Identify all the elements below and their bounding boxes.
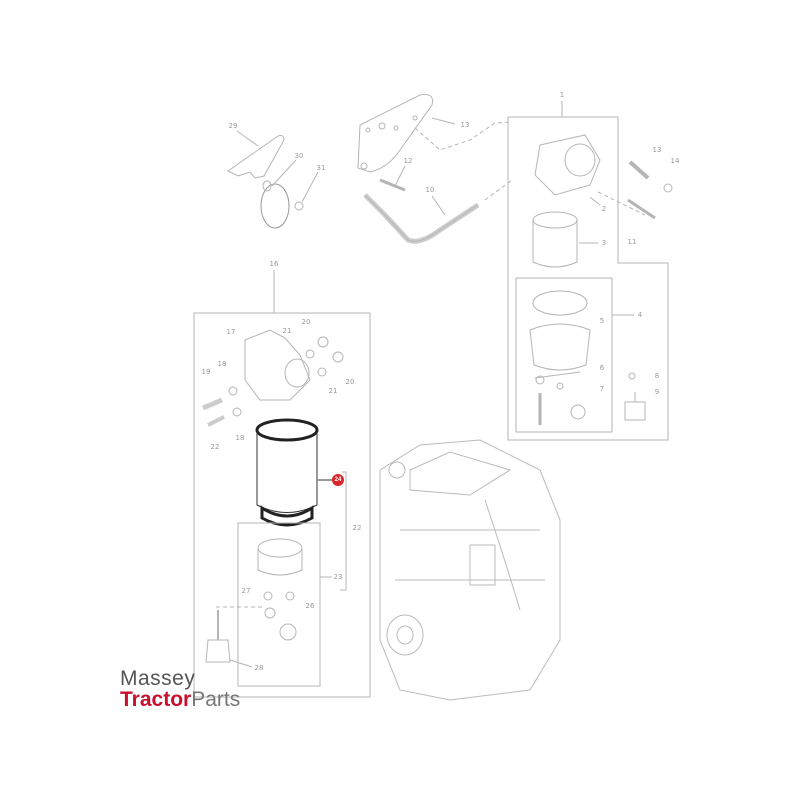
engine-illustration [379,439,561,701]
callout-27: 27 [241,587,251,595]
callout-16: 16 [269,260,279,268]
callout-21: 21 [282,327,292,335]
callout-31: 31 [316,164,326,172]
logo-tractor: Tractor [120,688,192,711]
callout-20: 20 [345,378,355,386]
callout-13: 13 [652,146,662,154]
logo-line-tractorparts: TractorParts [120,689,240,710]
callout-2: 2 [601,205,607,213]
highlighted-part-callout[interactable]: 24 [332,474,344,486]
callout-26: 26 [305,602,315,610]
callout-18: 18 [235,434,245,442]
callout-4: 4 [637,311,643,319]
callout-14: 14 [670,157,680,165]
callout-8: 8 [654,372,660,380]
logo-parts: Parts [191,688,241,711]
callout-21: 21 [328,387,338,395]
callout-3: 3 [601,239,607,247]
callout-23: 23 [333,573,343,581]
callout-18: 18 [217,360,227,368]
center-bracket-group [357,94,513,244]
callout-12: 12 [403,157,413,165]
filter-head-group [507,101,673,441]
callout-5: 5 [599,317,605,325]
brand-logo: Massey TractorParts [120,668,240,710]
fuel-filter-group [193,270,371,698]
callout-29: 29 [228,122,238,130]
callout-6: 6 [599,364,605,372]
callout-20: 20 [301,318,311,326]
callout-13: 13 [460,121,470,129]
callout-17: 17 [226,328,236,336]
callout-22: 22 [210,443,220,451]
callout-30: 30 [294,152,304,160]
callout-10: 10 [425,186,435,194]
callout-11: 11 [627,238,637,246]
logo-line-massey: Massey [120,667,196,690]
callout-1: 1 [559,91,565,99]
callout-7: 7 [599,385,605,393]
callout-19: 19 [201,368,211,376]
bracket-clamp-group [227,130,319,229]
callout-28: 28 [254,664,264,672]
callout-22: 22 [352,524,362,532]
callout-9: 9 [654,388,660,396]
